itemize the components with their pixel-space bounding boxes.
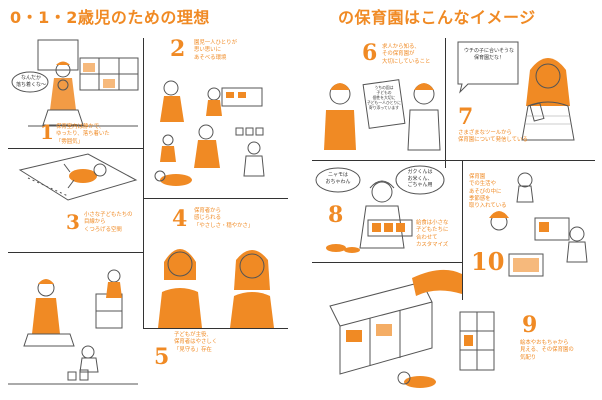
panel-10-number: 10 <box>471 247 505 276</box>
panel-8: ニャモは おちゃわん ガクくんは お米くん、 ごちゃん用 8 給食は小さな 子ど… <box>312 162 462 262</box>
panel-4-illustration <box>158 249 274 328</box>
panel-3-illustration <box>18 153 138 201</box>
panel-9-caption: 絵本やおもちゃから 見える、その保育園の 気配り <box>520 340 574 361</box>
panel-5-caption: 子どもが主役、 保育者はやさしく 「見守る」存在 <box>174 332 218 353</box>
panel-3-number: 3 <box>66 210 80 234</box>
panel-4: 4 保育者から 感じられる 「やさしさ・穏やかさ」 <box>146 200 288 328</box>
panel-7-illustration <box>457 41 575 141</box>
divider <box>143 198 144 328</box>
panel-6-illustration <box>324 79 441 151</box>
panel-9: 9 絵本やおもちゃから 見える、その保育園の 気配り <box>312 264 598 400</box>
divider <box>462 160 463 300</box>
panel-7-number: 7 <box>458 104 474 130</box>
panel-10: 保育園 での生活や あそびの中に 季節感を 取り入れている 10 <box>465 162 598 302</box>
right-page-title: の保育園はこんなイメージ <box>338 8 536 27</box>
panel-7-caption: さまざまなツールから 保育園について発信している <box>458 130 528 144</box>
divider <box>143 38 144 198</box>
divider <box>143 198 288 199</box>
panel-10-caption: 保育園 での生活や あそびの中に 季節感を 取り入れている <box>469 174 507 210</box>
panel-8-bubble-left: ニャモは おちゃわん <box>325 172 351 185</box>
panel-5-number: 5 <box>154 344 170 370</box>
panel-8-number: 8 <box>328 202 344 228</box>
panel-2-number: 2 <box>170 36 186 62</box>
panel-2: 2 園児一人ひとりが 思い思いに あそべる環境 <box>146 30 288 198</box>
panel-6-caption: 求人から知る、 その保育園が 大切にしていること <box>382 44 431 65</box>
panel-9-number: 9 <box>522 312 538 338</box>
divider <box>445 38 446 168</box>
panel-5-illustration <box>8 269 138 385</box>
panel-3-caption: 小さな子どもたちの 目線から くつろげる空間 <box>84 212 133 233</box>
left-page-title: 0・1・2歳児のための理想 <box>10 8 210 27</box>
panel-9-illustration <box>329 269 495 388</box>
panel-4-number: 4 <box>172 206 188 232</box>
panel-5: 5 子どもが主役、 保育者はやさしく 「見守る」存在 <box>8 254 288 400</box>
panel-2-caption: 園児一人ひとりが 思い思いに あそべる環境 <box>194 40 237 61</box>
divider <box>312 160 445 161</box>
divider <box>8 148 143 149</box>
panel-10-illustration <box>489 172 588 277</box>
panel-7-bubble: ウチの子に合いそうな 保育園だな！ <box>463 48 514 61</box>
panel-8-illustration <box>315 165 445 253</box>
divider <box>143 328 288 329</box>
divider <box>8 252 143 253</box>
panel-7: ウチの子に合いそうな 保育園だな！ 7 さまざまなツールから 保育園について発信… <box>448 30 598 160</box>
panel-1-number: 1 <box>40 120 54 144</box>
panel-3: 3 小さな子どもたちの 目線から くつろげる空間 <box>8 150 143 252</box>
divider <box>312 262 462 263</box>
panel-1-illustration <box>11 39 139 127</box>
panel-6-paper-text: うちの園は 子どもの 個性を大切に 子ども一人ひとりに 寄り添っています <box>366 85 402 110</box>
divider <box>445 160 595 161</box>
panel-4-caption: 保育者から 感じられる 「やさしさ・穏やかさ」 <box>194 208 254 229</box>
panel-8-bubble-right: ガクくんは お米くん、 ごちゃん用 <box>407 169 433 188</box>
panel-1-caption: 保育室内は静かで、 ゆったり、落ち着いた 「雰囲気」 <box>56 124 110 145</box>
panel-6-number: 6 <box>362 40 378 66</box>
panel-6: 6 求人から知る、 その保育園が 大切にしていること うちの園は 子どもの 個性… <box>312 30 445 160</box>
panel-8-caption: 給食は小さな 子どもたちに 合わせて カスタマイズ <box>416 220 449 248</box>
panel-2-illustration <box>154 80 265 186</box>
panel-1: なんだか 落ち着くな〜 1 保育室内は静かで、 ゆったり、落ち着いた 「雰囲気」 <box>8 30 143 148</box>
panel-1-bubble: なんだか 落ち着くな〜 <box>15 75 46 88</box>
